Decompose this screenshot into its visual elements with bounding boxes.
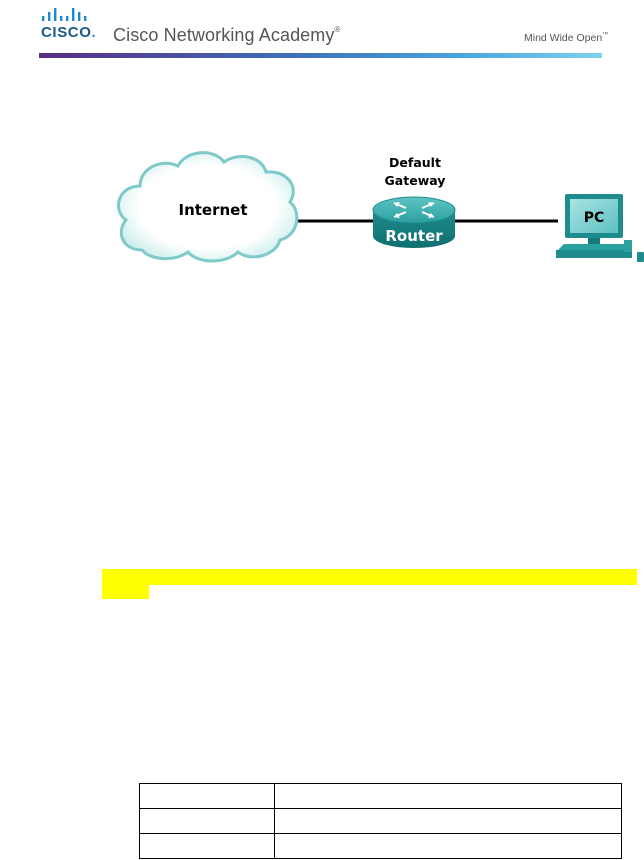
cisco-logo-word: CISCO. [41,24,97,41]
gateway-label-line2: Gateway [385,173,446,188]
internet-cloud-icon [116,151,299,263]
table-cell [139,808,275,834]
table-cell [139,833,275,859]
table-row [139,833,622,859]
highlighted-text-line [102,569,637,585]
table-cell [274,808,622,834]
table-row [139,783,622,809]
gateway-label-line1: Default [389,155,441,170]
table-cell [274,833,622,859]
pc-icon [556,194,644,262]
tagline: Mind Wide Open™ [524,32,609,44]
table-cell [139,783,275,809]
network-topology-diagram: Internet Default Gateway Router PC [116,151,644,263]
info-table [139,783,622,859]
router-label: Router [385,227,443,245]
highlighted-text-line-end [102,585,149,599]
router-icon [372,196,456,248]
trademark-mark: ™ [602,32,609,38]
header-gradient-rule [39,53,602,58]
cloud-label: Internet [178,201,247,219]
pc-label: PC [584,210,605,226]
academy-name: Cisco Networking Academy® [113,25,341,45]
page-header: CISCO. Cisco Networking Academy® Mind Wi… [0,0,644,64]
table-cell [274,783,622,809]
table-row [139,808,622,834]
cisco-logo-bars-icon [42,8,87,21]
registered-mark: ® [334,25,341,34]
